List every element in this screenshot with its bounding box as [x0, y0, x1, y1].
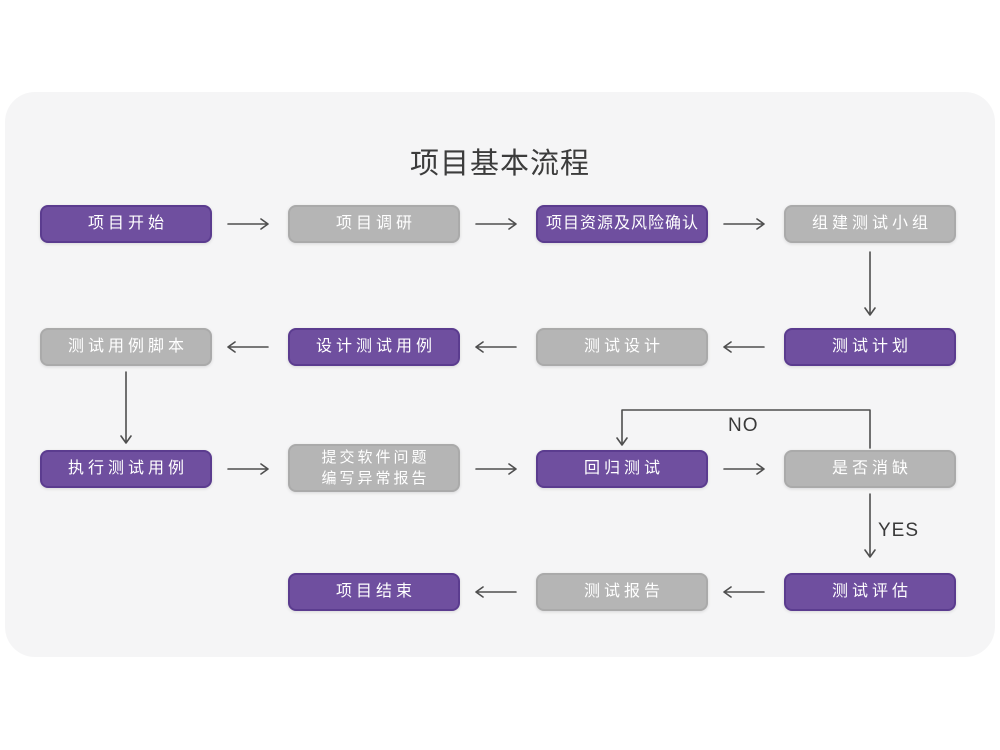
arrow-scripts-to-execute — [120, 371, 132, 444]
arrow-yes-defect-to-evaluation — [864, 493, 876, 558]
arrow-evaluation-to-report — [723, 586, 765, 598]
node-test-report: 测试报告 — [536, 573, 708, 611]
arrow-start-to-research — [227, 218, 269, 230]
arrow-no-loop-defect-to-regression — [616, 409, 871, 449]
branch-label-yes: YES — [878, 520, 920, 541]
node-project-end: 项目结束 — [288, 573, 460, 611]
node-design-test-cases: 设计测试用例 — [288, 328, 460, 366]
page-title: 项目基本流程 — [409, 148, 590, 180]
node-submit-issues-write-report: 提交软件问题 编写异常报告 — [288, 444, 460, 492]
arrow-cases-to-scripts — [227, 341, 269, 353]
branch-label-no: NO — [728, 415, 759, 436]
node-test-evaluation: 测试评估 — [784, 573, 956, 611]
node-test-plan: 测试计划 — [784, 328, 956, 366]
node-regression-test: 回归测试 — [536, 450, 708, 488]
arrow-resources-to-team — [723, 218, 765, 230]
arrow-report-to-end — [475, 586, 517, 598]
arrow-submit-to-regression — [475, 463, 517, 475]
arrow-execute-to-submit — [227, 463, 269, 475]
node-project-research: 项目调研 — [288, 205, 460, 243]
node-submit-issues-line1: 提交软件问题 — [321, 449, 430, 466]
node-submit-issues-line2: 编写异常报告 — [321, 470, 430, 487]
node-project-start: 项目开始 — [40, 205, 212, 243]
node-test-case-scripts: 测试用例脚本 — [40, 328, 212, 366]
arrow-design-to-cases — [475, 341, 517, 353]
arrow-team-to-plan — [864, 251, 876, 316]
node-build-test-team: 组建测试小组 — [784, 205, 956, 243]
arrow-research-to-resources — [475, 218, 517, 230]
flowchart-card — [5, 92, 995, 657]
node-execute-test-cases: 执行测试用例 — [40, 450, 212, 488]
node-resource-risk-confirm: 项目资源及风险确认 — [536, 205, 708, 243]
arrow-plan-to-design — [723, 341, 765, 353]
arrow-regression-to-defect — [723, 463, 765, 475]
node-test-design: 测试设计 — [536, 328, 708, 366]
node-defect-cleared-check: 是否消缺 — [784, 450, 956, 488]
